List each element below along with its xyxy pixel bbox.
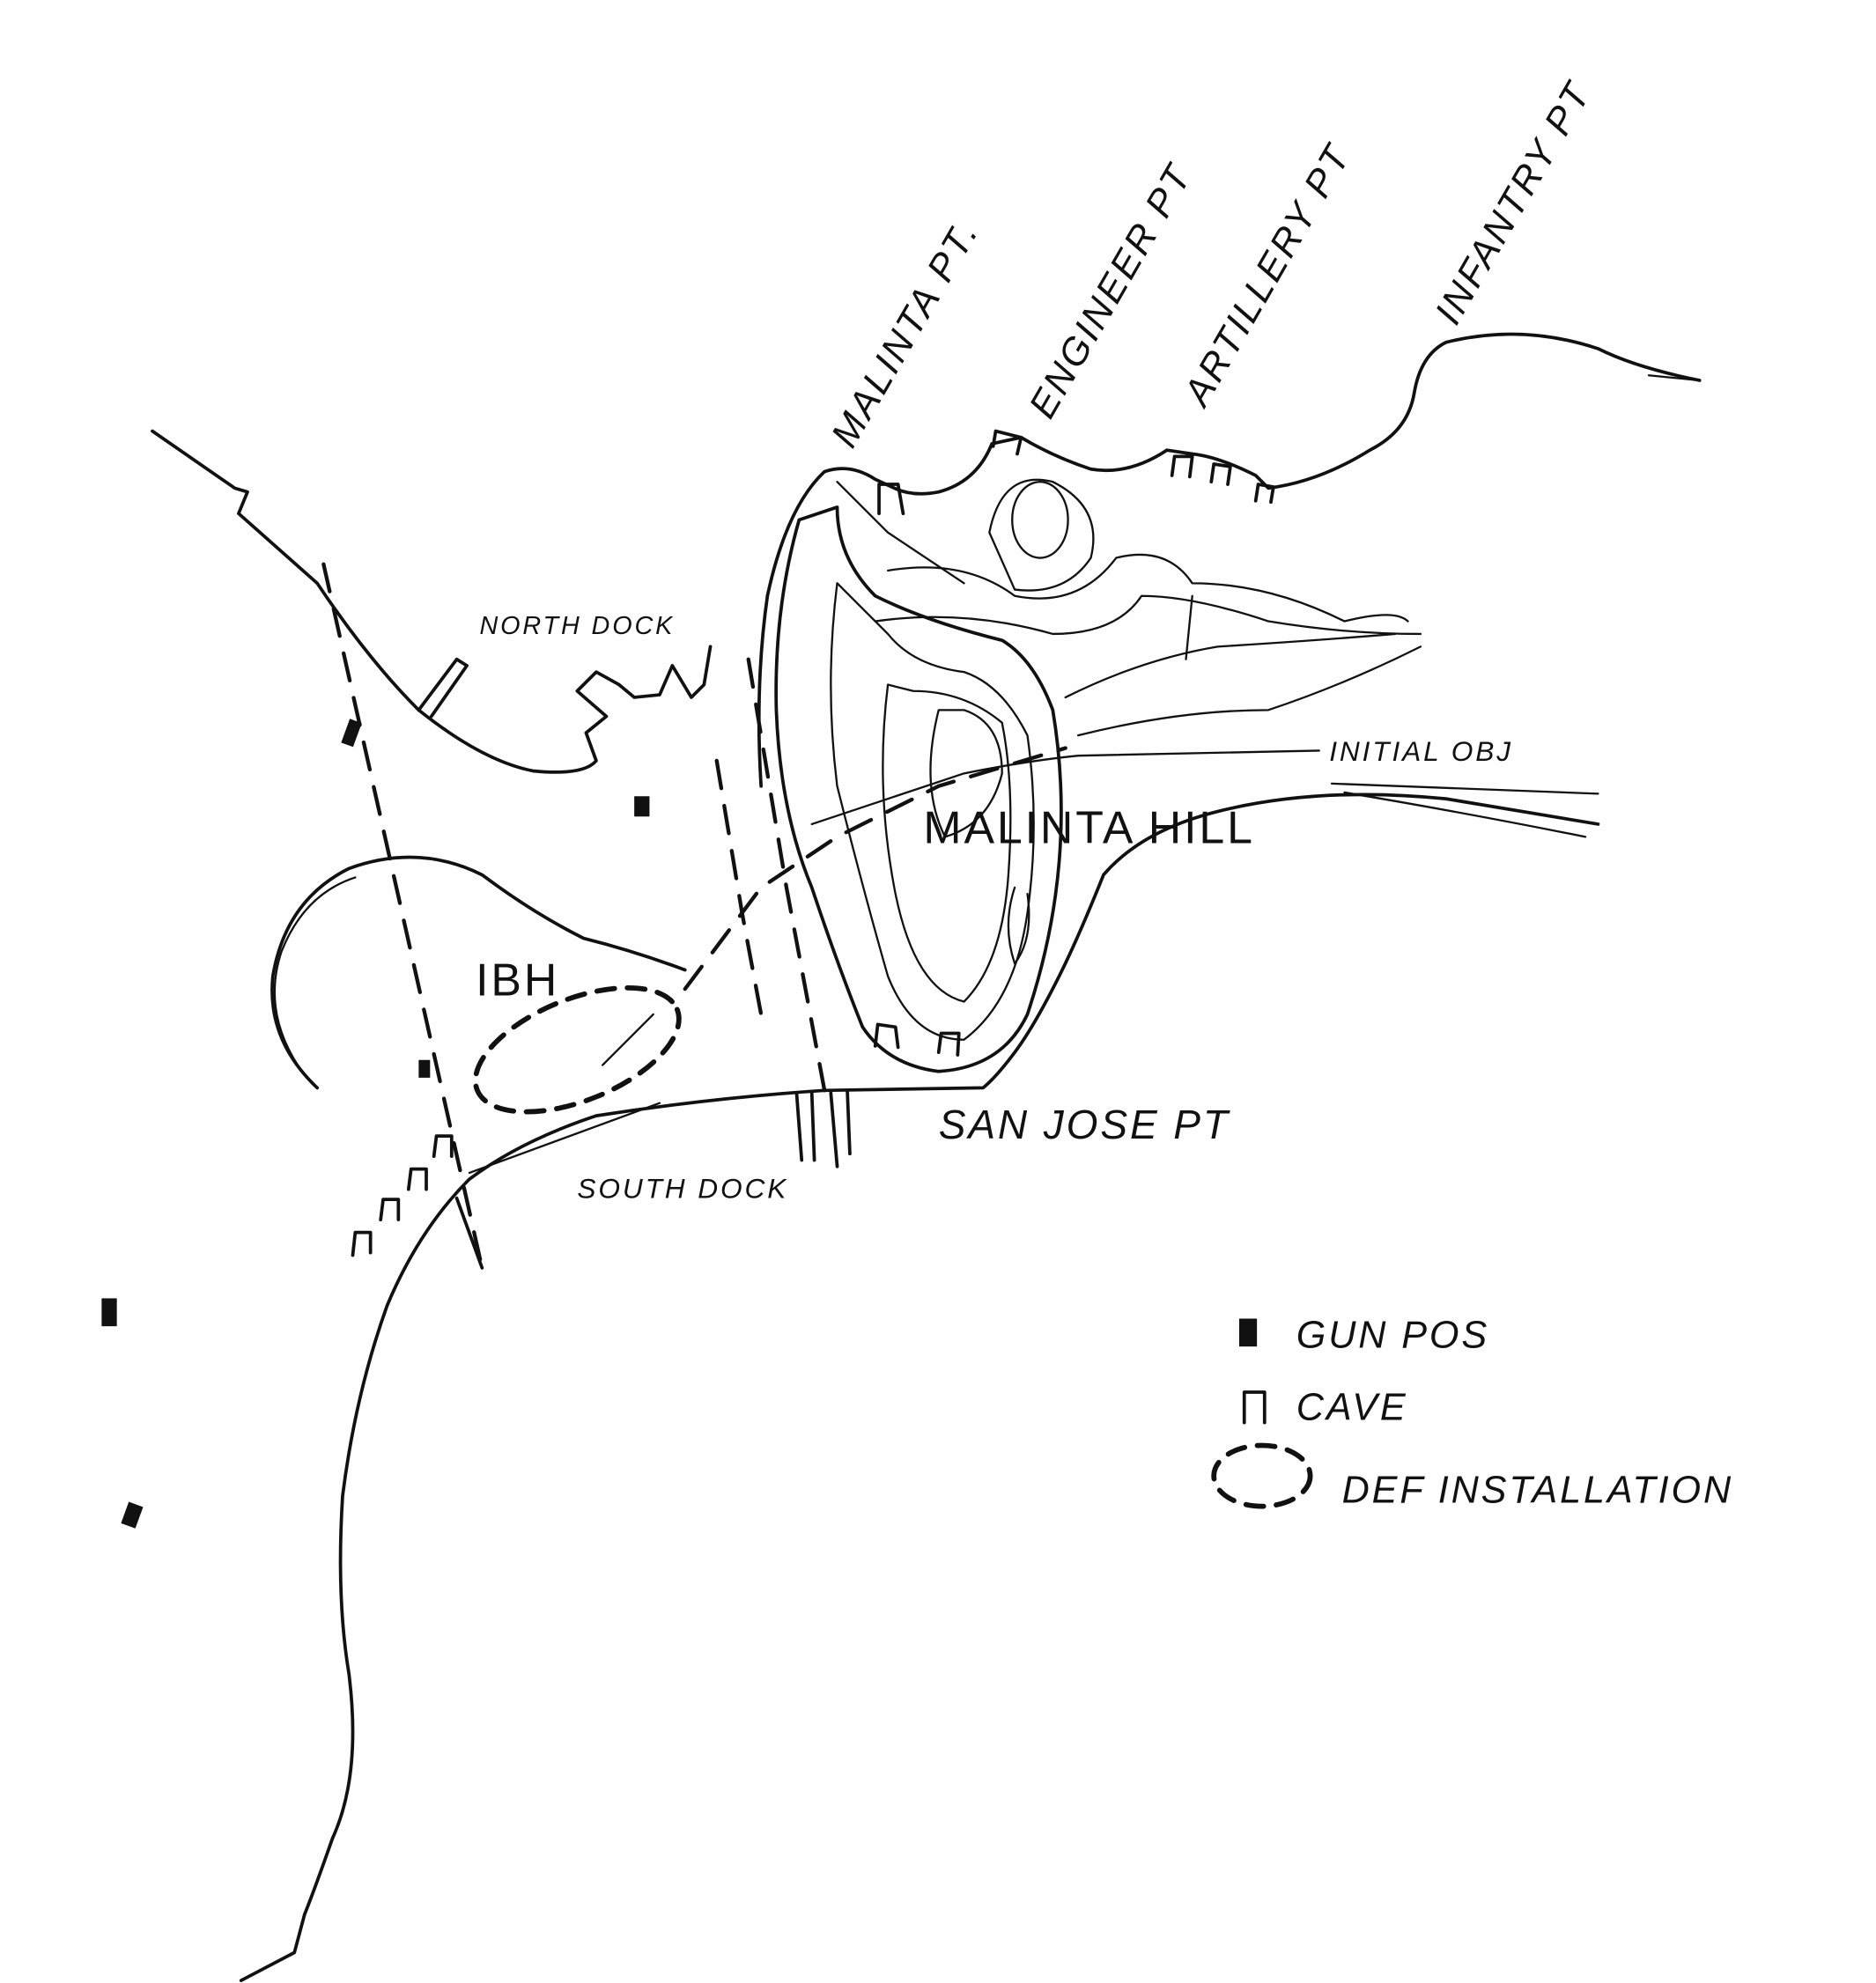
gun-position-icon [1238,1318,1258,1347]
malinta-hill-contours [774,478,1422,1073]
gun-position-icon [634,796,650,817]
legend-label-def-installation: DEF INSTALLATION [1342,1469,1733,1511]
label-initial-obj: INITIAL OBJ [1329,735,1513,767]
cave-icon [1209,462,1232,486]
south-dock-pier [794,1088,852,1168]
cave-icon [1170,454,1194,479]
cave-icon [991,429,1023,456]
gun-position-icon [121,1501,144,1529]
label-artillery-pt: ARTILLERY PT [1175,137,1360,416]
north-dock-pier [417,657,469,719]
cave-icon [406,1167,428,1191]
legend-label-cave: CAVE [1296,1387,1408,1429]
label-north-dock: NORTH DOCK [479,612,675,640]
place-labels: MALINTA PT. ENGINEER PT ARTILLERY PT INF… [476,75,1599,1205]
west-loop-road [270,855,687,1090]
cave-icon [432,1134,454,1159]
coastline [151,332,1702,1982]
cave-icon [936,1031,961,1057]
label-malinta-hill: MALINTA HILL [923,802,1254,853]
gun-position-icon [101,1298,117,1327]
cave-markers [351,429,1275,1257]
label-engineer-pt: ENGINEER PT [1022,157,1201,425]
cave-icon [873,1022,900,1050]
gun-position-markers [101,719,650,1529]
legend: GUN POS CAVE DEF INSTALLATION [1211,1315,1733,1511]
label-south-dock: SOUTH DOCK [577,1173,788,1205]
cave-icon [379,1198,401,1222]
cave-icon [1242,1390,1267,1425]
label-san-jose-pt: SAN JOSE PT [939,1102,1230,1147]
gun-position-icon [418,1059,431,1078]
roads-and-trails [321,481,1599,1271]
label-malinta-pt: MALINTA PT. [824,213,987,455]
gun-position-icon [341,719,362,748]
ibh-defensive-installation [472,984,682,1115]
label-north-dock-text: NORTH DOCK [479,612,675,640]
cave-icon [351,1230,373,1257]
defensive-installation-icon [1211,1442,1313,1509]
label-infantry-pt: INFANTRY PT [1427,75,1599,332]
cave-icon [1253,483,1275,505]
legend-label-gun-pos: GUN POS [1296,1315,1489,1357]
label-ibh: IBH [476,954,559,1005]
cave-icon [877,483,905,516]
